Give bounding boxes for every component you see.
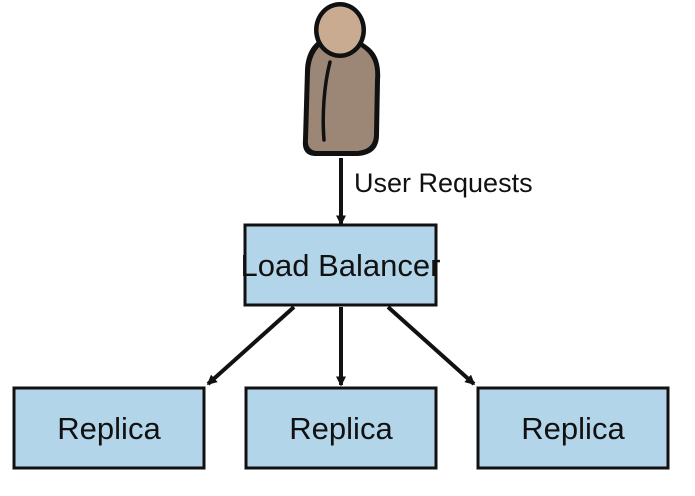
replica-label: Replica [289,411,393,446]
lb-to-replica-1-arrow [206,305,296,386]
user-requests-label: User Requests [354,168,533,198]
lb-to-replica-3-arrow [386,305,476,386]
replica-node: Replica [244,386,438,470]
load-balancer-node: Load Balancer [241,223,441,307]
replica-box [244,386,438,470]
replica-box [476,386,670,470]
replica-node: Replica [476,386,670,470]
user-icon [302,2,381,156]
replica-label: Replica [57,411,161,446]
load-balancer-box [243,223,438,307]
user-head [318,6,362,54]
replica-label: Replica [521,411,625,446]
user-arm-line [321,60,332,142]
replica-node: Replica [12,386,206,470]
load-balancer-label: Load Balancer [241,248,441,283]
replica-box [12,386,206,470]
